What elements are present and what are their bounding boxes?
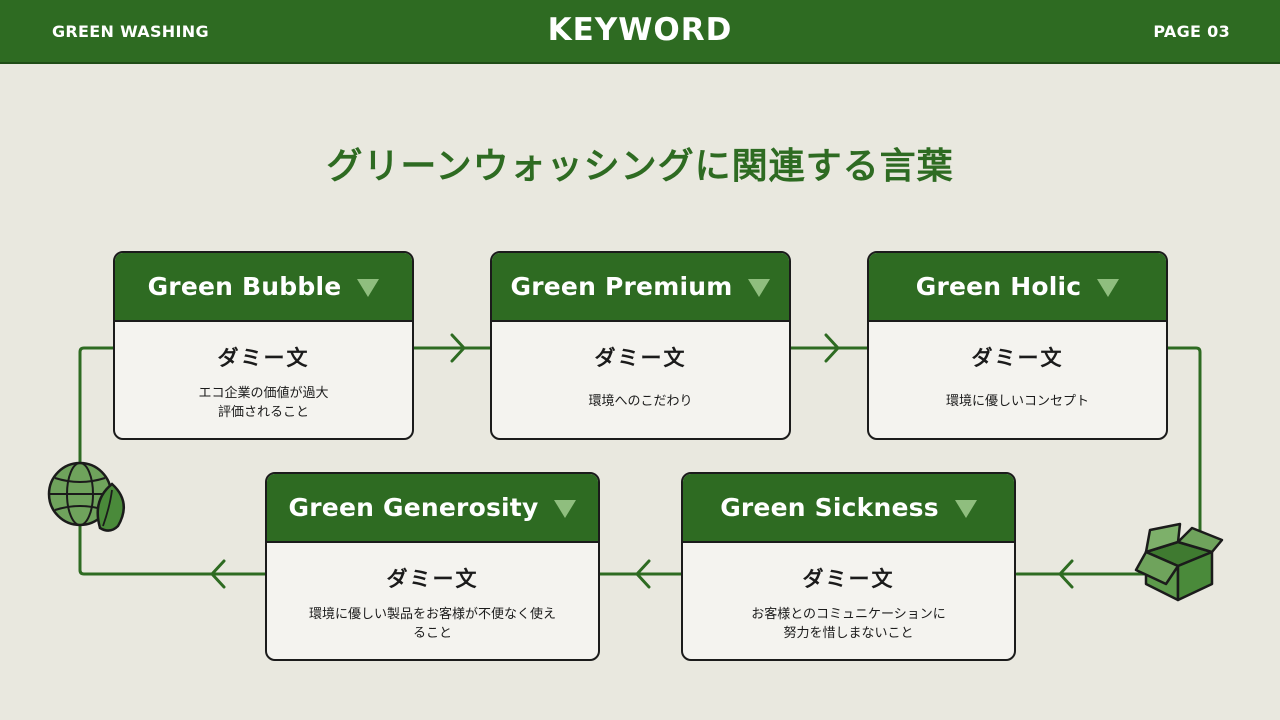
chevron-arrow-icon bbox=[635, 559, 651, 589]
card-title: Green Generosity bbox=[288, 493, 539, 522]
chevron-arrow-icon bbox=[1058, 559, 1074, 589]
header-bar: GREEN WASHING KEYWORD PAGE 03 bbox=[0, 0, 1280, 64]
card-subtitle: ダミー文 bbox=[971, 346, 1064, 370]
card-description: 環境へのこだわり bbox=[588, 394, 693, 409]
keyword-card-green-holic: Green Holic ダミー文 環境に優しいコンセプト bbox=[867, 251, 1168, 440]
chevron-arrow-icon bbox=[210, 559, 226, 589]
card-title: Green Premium bbox=[510, 272, 733, 301]
keyword-card-green-generosity: Green Generosity ダミー文 環境に優しい製品をお客様が不便なく使… bbox=[265, 472, 600, 661]
card-header: Green Holic bbox=[869, 253, 1166, 322]
card-subtitle: ダミー文 bbox=[802, 567, 895, 591]
triangle-down-icon bbox=[554, 499, 577, 518]
triangle-down-icon bbox=[748, 278, 771, 297]
card-description: お客様とのコミュニケーションに努力を惜しまないこと bbox=[751, 607, 946, 641]
header-section-label: GREEN WASHING bbox=[52, 22, 209, 41]
card-description: エコ企業の価値が過大評価されること bbox=[198, 386, 329, 420]
connector-line bbox=[78, 346, 267, 576]
keyword-card-green-premium: Green Premium ダミー文 環境へのこだわり bbox=[490, 251, 791, 440]
card-header: Green Premium bbox=[492, 253, 789, 322]
keyword-card-green-sickness: Green Sickness ダミー文 お客様とのコミュニケーションに努力を惜し… bbox=[681, 472, 1016, 661]
page-title: グリーンウォッシングに関連する言葉 bbox=[326, 146, 954, 187]
card-header: Green Bubble bbox=[115, 253, 412, 322]
card-description: 環境に優しい製品をお客様が不便なく使えること bbox=[308, 607, 556, 641]
chevron-arrow-icon bbox=[824, 333, 840, 363]
triangle-down-icon bbox=[357, 278, 380, 297]
open-box-icon bbox=[1134, 522, 1224, 602]
card-header: Green Sickness bbox=[683, 474, 1014, 543]
card-subtitle: ダミー文 bbox=[217, 346, 310, 370]
card-subtitle: ダミー文 bbox=[386, 567, 479, 591]
triangle-down-icon bbox=[954, 499, 977, 518]
card-header: Green Generosity bbox=[267, 474, 598, 543]
page-number: PAGE 03 bbox=[1153, 22, 1230, 41]
card-description: 環境に優しいコンセプト bbox=[945, 394, 1089, 409]
card-title: Green Bubble bbox=[147, 272, 342, 301]
card-title: Green Holic bbox=[915, 272, 1082, 301]
keyword-card-green-bubble: Green Bubble ダミー文 エコ企業の価値が過大評価されること bbox=[113, 251, 414, 440]
card-subtitle: ダミー文 bbox=[594, 346, 687, 370]
chevron-arrow-icon bbox=[450, 333, 466, 363]
globe-leaf-icon bbox=[47, 461, 125, 532]
card-title: Green Sickness bbox=[720, 493, 939, 522]
triangle-down-icon bbox=[1097, 278, 1120, 297]
header-keyword-title: KEYWORD bbox=[547, 12, 733, 48]
